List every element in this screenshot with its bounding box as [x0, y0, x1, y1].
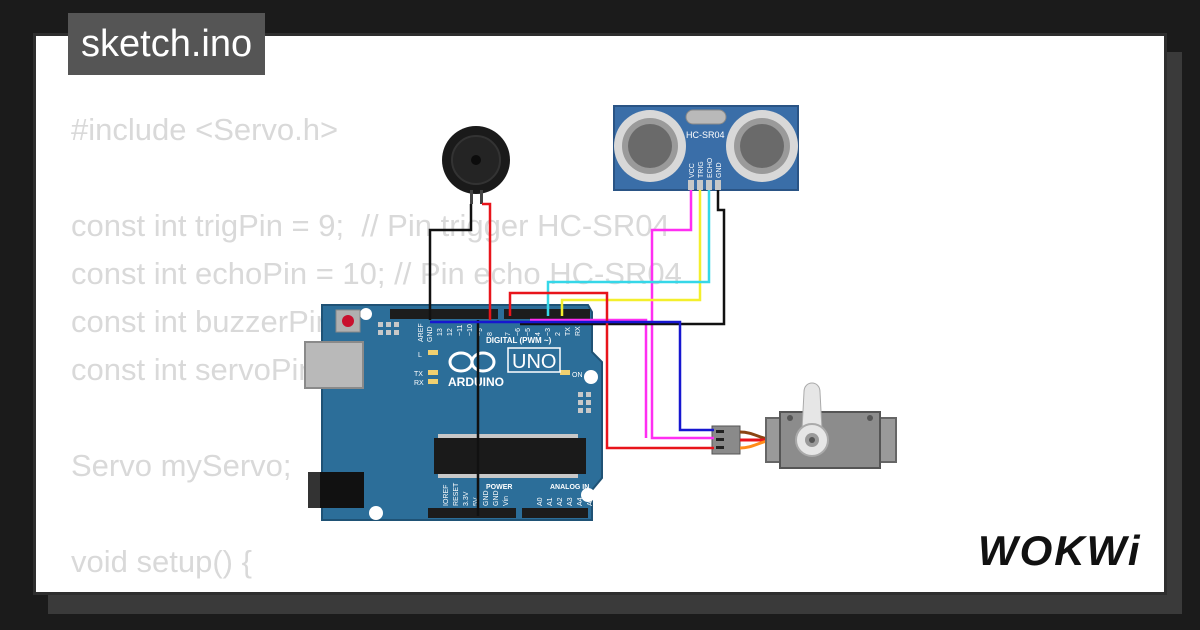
transducer-left	[614, 110, 686, 182]
l-label: L	[418, 352, 422, 359]
pin-label: 5V	[473, 497, 480, 506]
icsp-header-right	[578, 392, 591, 413]
pin-label: ~10	[467, 324, 474, 336]
pin-label: A0	[537, 497, 544, 506]
mount-hole	[584, 370, 598, 384]
icsp-header	[378, 322, 399, 335]
pin-label: ~11	[457, 325, 464, 336]
power-label: POWER	[486, 484, 512, 491]
pin-label: A1	[547, 497, 554, 506]
power-header	[428, 508, 516, 518]
pin-label: VCC	[689, 163, 696, 178]
pin-label: A4	[577, 497, 584, 506]
wire-buzzer-signal	[482, 202, 492, 320]
mount-hole	[581, 488, 595, 502]
project-preview-card[interactable]: #include <Servo.h> const int trigPin = 9;…	[33, 33, 1167, 595]
digital-header-left	[390, 309, 498, 319]
pin-label: GND	[493, 490, 500, 506]
pin-label: 4	[535, 332, 542, 336]
arduino-uno-board[interactable]: UNO ARDUINO DIGITAL (PWM ~) L TX RX ON P…	[304, 304, 603, 521]
wire-servo-power	[508, 291, 714, 450]
pin-label: 7	[505, 332, 512, 336]
mount-hole	[360, 308, 372, 320]
pin-label: 3.3V	[463, 491, 470, 506]
gnd-label: GND	[427, 326, 434, 342]
transducer-right	[726, 110, 798, 182]
pin-label: ~5	[525, 328, 532, 336]
pin-label: GND	[483, 490, 490, 506]
pin-label: 8	[487, 332, 494, 336]
pin-label: ~9	[477, 328, 484, 336]
pin-label: A2	[557, 497, 564, 506]
wire-sensor-gnd	[520, 190, 726, 326]
sensor-name: HC-SR04	[686, 130, 725, 140]
wire-echo-cyan	[546, 190, 711, 316]
chip-pins	[438, 434, 578, 478]
sensor-pins	[688, 180, 721, 190]
code-line: #include <Servo.h>	[71, 112, 339, 147]
board-model: UNO	[512, 351, 556, 373]
code-line: void setup() {	[71, 544, 252, 579]
led-tx	[428, 370, 438, 375]
code-line: Servo myServo;	[71, 448, 292, 483]
pin-label: ~6	[515, 328, 522, 336]
wire-trig-yellow	[560, 190, 702, 316]
pin-label: 12	[447, 328, 454, 336]
usb-port	[304, 341, 364, 389]
digital-label: DIGITAL (PWM ~)	[486, 336, 552, 345]
wire-vcc-magenta	[650, 190, 714, 440]
pin-label: 13	[437, 328, 444, 336]
wires	[428, 190, 726, 516]
pin-label: A5	[587, 497, 594, 506]
pin-label: RX 0	[575, 320, 582, 336]
led-on	[560, 370, 570, 375]
pin-label: A3	[567, 497, 574, 506]
pin-label: TX 1	[565, 321, 572, 336]
mount-hole	[369, 506, 383, 520]
crystal	[685, 109, 727, 125]
pin-label: IOREF	[443, 485, 450, 506]
atmega-chip	[434, 438, 586, 474]
pin-label: ECHO	[707, 157, 714, 178]
aref-label: AREF	[418, 323, 425, 342]
file-title-tab[interactable]: sketch.ino	[68, 13, 266, 75]
model-box	[507, 347, 561, 373]
pin-label: RESET	[453, 482, 460, 506]
dc-jack-edge	[308, 472, 320, 508]
board-brand: ARDUINO	[448, 375, 504, 389]
arduino-infinity-logo	[448, 351, 496, 373]
logo-text: WOKWi	[978, 527, 1142, 574]
pin-label: Vin	[503, 496, 510, 506]
pin-label: GND	[716, 162, 723, 178]
wire-magenta-2	[530, 318, 648, 438]
code-line: const int trigPin = 9; // Pin trigger HC…	[71, 208, 670, 243]
pin-label: TRIG	[698, 161, 705, 178]
pin-label: ~3	[545, 328, 552, 336]
piezo-buzzer[interactable]	[442, 126, 510, 204]
wire-buzzer-gnd	[428, 204, 473, 320]
code-line: const int echoPin = 10; // Pin echo HC-S…	[71, 256, 682, 291]
wokwi-logo: WOKWi	[978, 527, 1142, 574]
servo-motor[interactable]	[711, 382, 897, 469]
analog-label: ANALOG IN	[550, 484, 589, 491]
rx-label: RX	[414, 380, 424, 387]
on-label: ON	[572, 372, 583, 379]
tx-label: TX	[414, 371, 423, 378]
reset-button-cap	[342, 315, 354, 327]
pin-label: 2	[555, 332, 562, 336]
led-l	[428, 350, 438, 355]
led-rx	[428, 379, 438, 384]
wire-servo-signal	[430, 320, 714, 432]
analog-header	[522, 508, 588, 518]
